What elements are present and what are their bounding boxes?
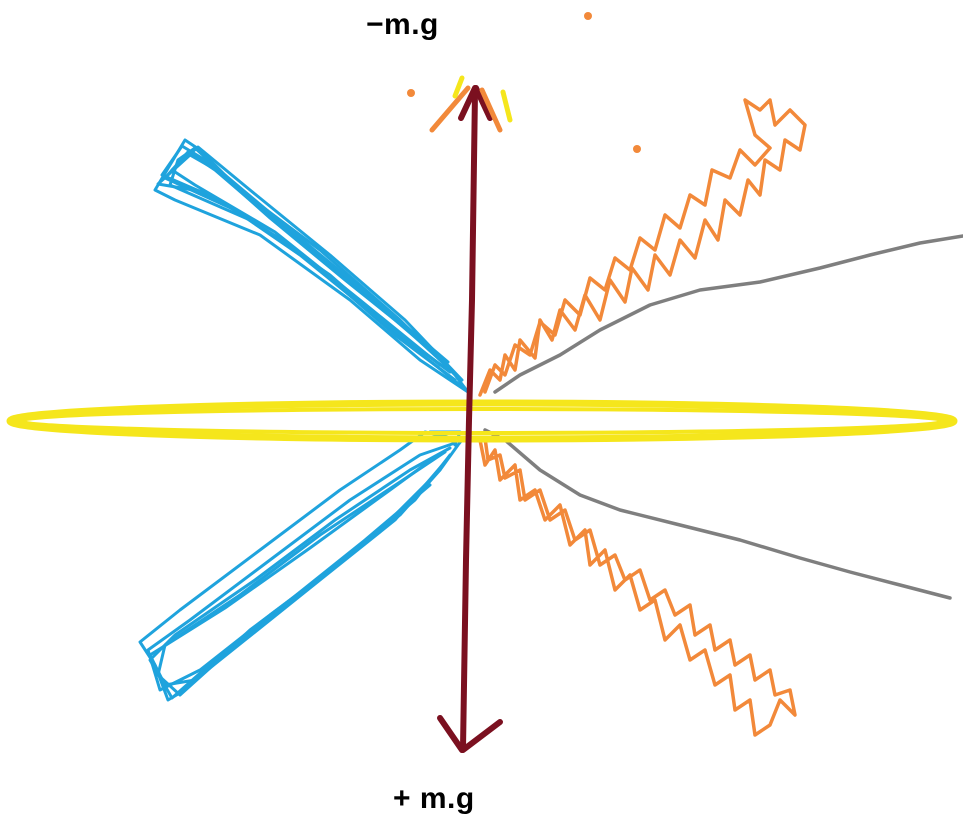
label-negative-mg: −m.g bbox=[366, 8, 439, 41]
arrowhead-highlights bbox=[429, 75, 513, 133]
vertical-force-arrow bbox=[437, 85, 503, 753]
gray-curve-upper bbox=[493, 234, 963, 394]
gray-curve-lower bbox=[483, 428, 952, 600]
blue-wedge-upper bbox=[153, 138, 470, 394]
orange-zigzag-upper bbox=[478, 98, 807, 397]
label-positive-mg: + m.g bbox=[393, 782, 475, 815]
orange-zigzag-lower bbox=[478, 436, 797, 737]
orange-dots bbox=[407, 12, 641, 153]
blue-wedge-lower bbox=[138, 430, 464, 702]
yellow-ring bbox=[6, 399, 958, 443]
